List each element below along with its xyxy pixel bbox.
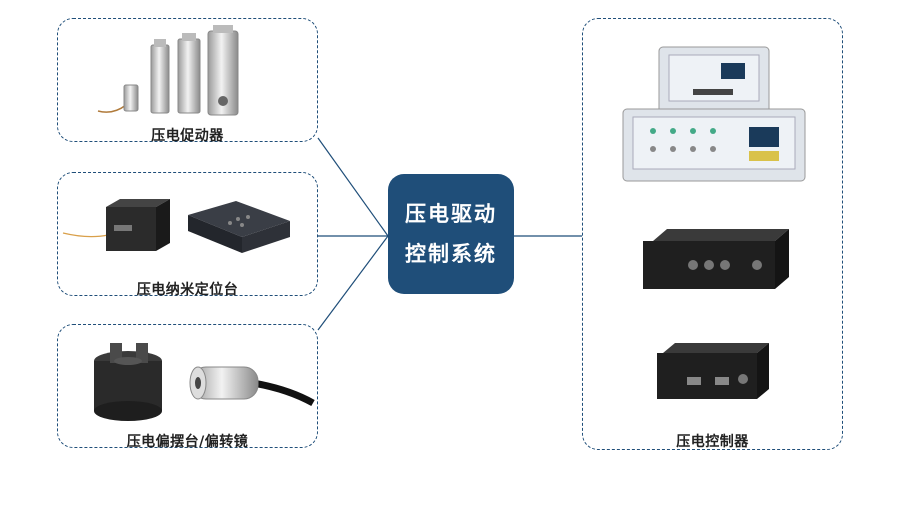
- connector-tilt: [317, 235, 389, 331]
- center-title-line2: 控制系统: [405, 242, 497, 266]
- group-label-controllers: 压电控制器: [676, 434, 749, 450]
- group-controllers: 压电控制器: [582, 18, 843, 450]
- group-actuators: 压电促动器: [57, 18, 318, 144]
- actuator-illustration: [97, 25, 239, 116]
- group-label-tilt: 压电偏摆台/偏转镜: [126, 434, 249, 450]
- center-title-line1: 压电驱动: [405, 202, 497, 226]
- group-label-actuators: 压电促动器: [151, 128, 224, 144]
- connector-actuators: [317, 137, 389, 237]
- center-system-box: 压电驱动 控制系统: [388, 174, 514, 294]
- group-label-stages: 压电纳米定位台: [136, 282, 239, 298]
- group-tilt: 压电偏摆台/偏转镜: [57, 324, 318, 450]
- tilt-illustration: [94, 343, 315, 421]
- group-stages: 压电纳米定位台: [57, 172, 318, 298]
- controller-illustration: [622, 46, 806, 399]
- stage-illustration: [62, 199, 290, 253]
